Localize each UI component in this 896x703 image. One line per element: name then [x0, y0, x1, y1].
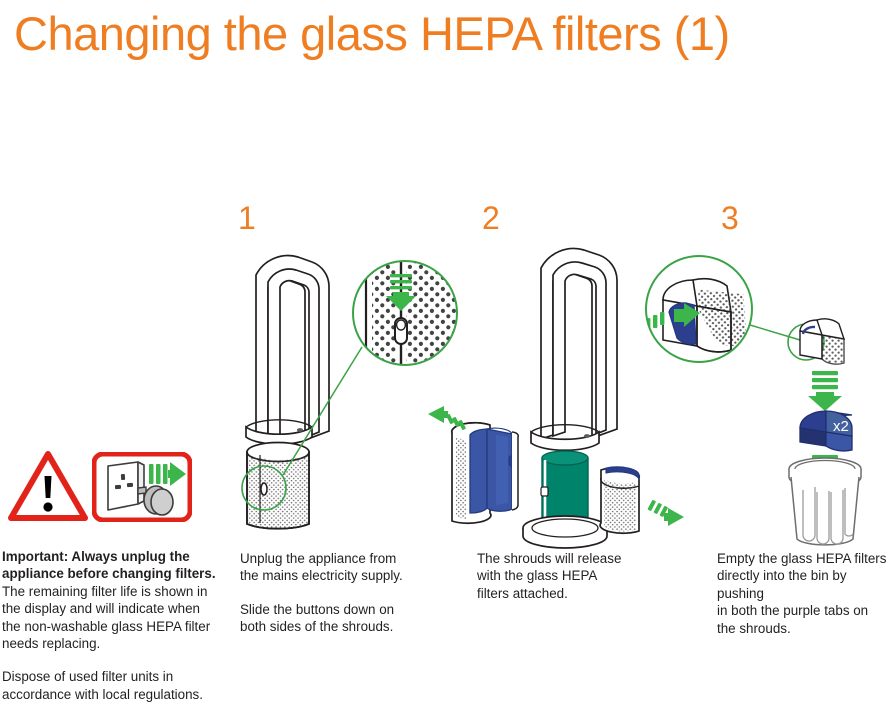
- important-bold-line-2: appliance before changing filters.: [2, 566, 216, 582]
- dispose-line-1: Dispose of used filter units in: [2, 669, 174, 685]
- unplug-socket-icon: [92, 452, 192, 522]
- important-body-line-4: needs replacing.: [2, 636, 101, 652]
- left-shroud-assembly: [428, 406, 519, 525]
- step-3-caption-line-3: in both the purple tabs on: [717, 603, 869, 619]
- step-2-caption-line-3: filters attached.: [477, 585, 568, 601]
- step-3-callout: [645, 255, 753, 363]
- drop-arrow-2-icon: [808, 455, 842, 495]
- step-1-caption-line-4: both sides of the shrouds.: [240, 619, 394, 635]
- step-1-caption-line-3: Slide the buttons down on: [240, 601, 395, 617]
- push-tab-arrow-icon: [646, 303, 700, 331]
- step-1-caption-line-1: Unplug the appliance from: [240, 551, 397, 566]
- slide-down-arrow-icon: [386, 274, 416, 311]
- important-note: Important: Always unplug the appliance b…: [2, 548, 227, 703]
- step-number-2: 2: [482, 200, 500, 236]
- remove-left-arrow-icon: [428, 406, 466, 431]
- step-3-caption-line-4: the shrouds.: [717, 620, 791, 636]
- callout-locator-circle: [241, 465, 287, 511]
- purple-tab: [605, 466, 640, 481]
- step-3-caption: Empty the glass HEPA filters directly in…: [717, 550, 896, 637]
- important-body-line-3: the non-washable glass HEPA filter: [2, 618, 211, 634]
- step-2-caption-line-2: with the glass HEPA: [477, 568, 598, 584]
- purple-tab-magnified: [668, 302, 697, 345]
- warning-icon-group: [4, 450, 204, 528]
- step-1-callout: [352, 260, 458, 366]
- step-3-caption-line-2: directly into the bin by pushing: [717, 568, 847, 601]
- shroud-piece-small: [799, 318, 846, 365]
- dispose-line-2: accordance with local regulations.: [2, 686, 203, 702]
- step-3-caption-line-1: Empty the glass HEPA filters: [717, 551, 887, 566]
- step-1-caption-line-2: the mains electricity supply.: [240, 568, 403, 584]
- right-shroud-assembly: [599, 466, 684, 535]
- blue-hepa-filter: [469, 428, 488, 514]
- drop-arrow-1-icon: [808, 371, 842, 411]
- step-2-illustration: [428, 247, 684, 549]
- page-title: Changing the glass HEPA filters (1): [14, 7, 730, 60]
- warning-triangle-icon: [8, 451, 88, 521]
- remove-right-arrow-icon: [647, 499, 684, 526]
- step-1-caption: Unplug the appliance from the mains elec…: [240, 550, 430, 636]
- important-body-line-2: the display and will indicate when: [2, 601, 201, 617]
- step-3-illustration: x2: [645, 255, 862, 546]
- teal-core: [541, 457, 589, 530]
- x2-filter-piece: x2: [799, 410, 853, 452]
- important-body-line-1: The remaining filter life is shown in: [2, 583, 208, 599]
- quantity-badge-label: x2: [833, 418, 849, 435]
- step-2-caption-line-1: The shrouds will release: [477, 551, 622, 566]
- step-number-3: 3: [721, 200, 739, 236]
- step-1-illustration: [241, 254, 458, 530]
- step-2-caption: The shrouds will release with the glass …: [477, 550, 667, 602]
- step-number-1: 1: [238, 200, 256, 236]
- waste-bin-icon: [788, 457, 862, 546]
- important-bold-line-1: Important: Always unplug the: [2, 549, 190, 564]
